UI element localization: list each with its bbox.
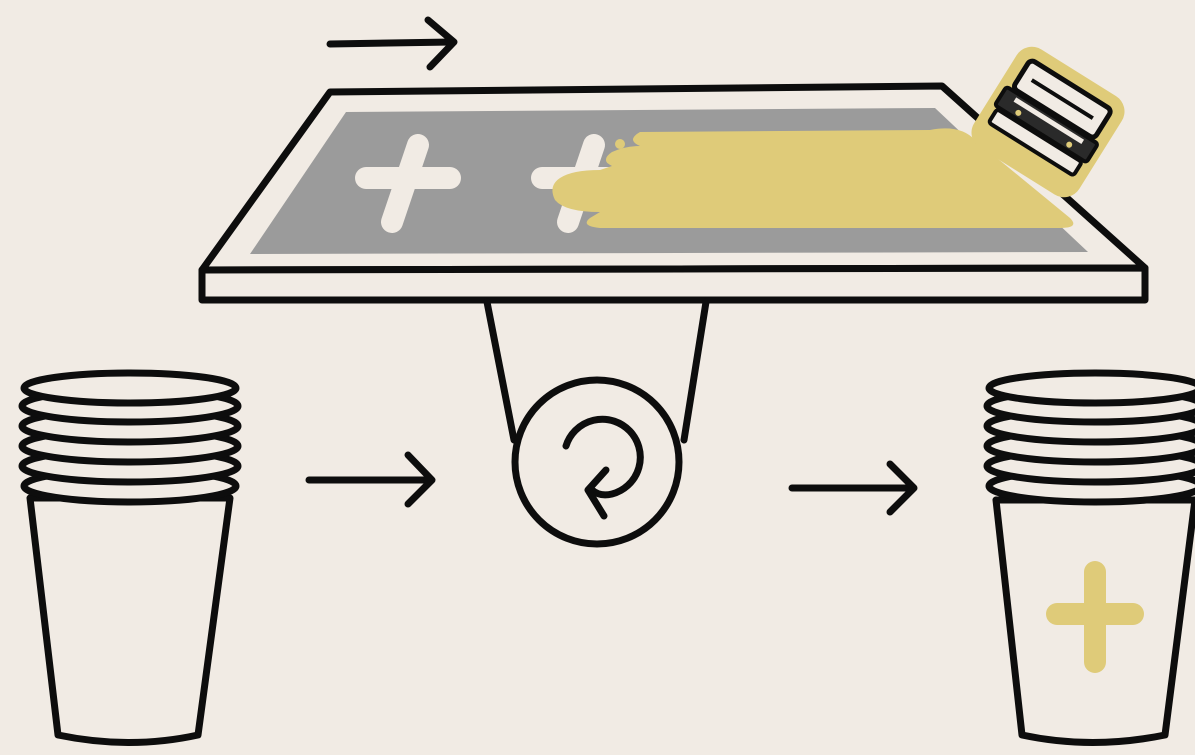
rotation-station	[487, 302, 706, 544]
cup-stack-icon	[987, 373, 1195, 743]
direction-arrow-top	[330, 20, 454, 67]
flow-arrow-right	[792, 464, 914, 512]
flow-arrow-left	[309, 455, 432, 504]
cup-stack-icon	[22, 373, 238, 743]
